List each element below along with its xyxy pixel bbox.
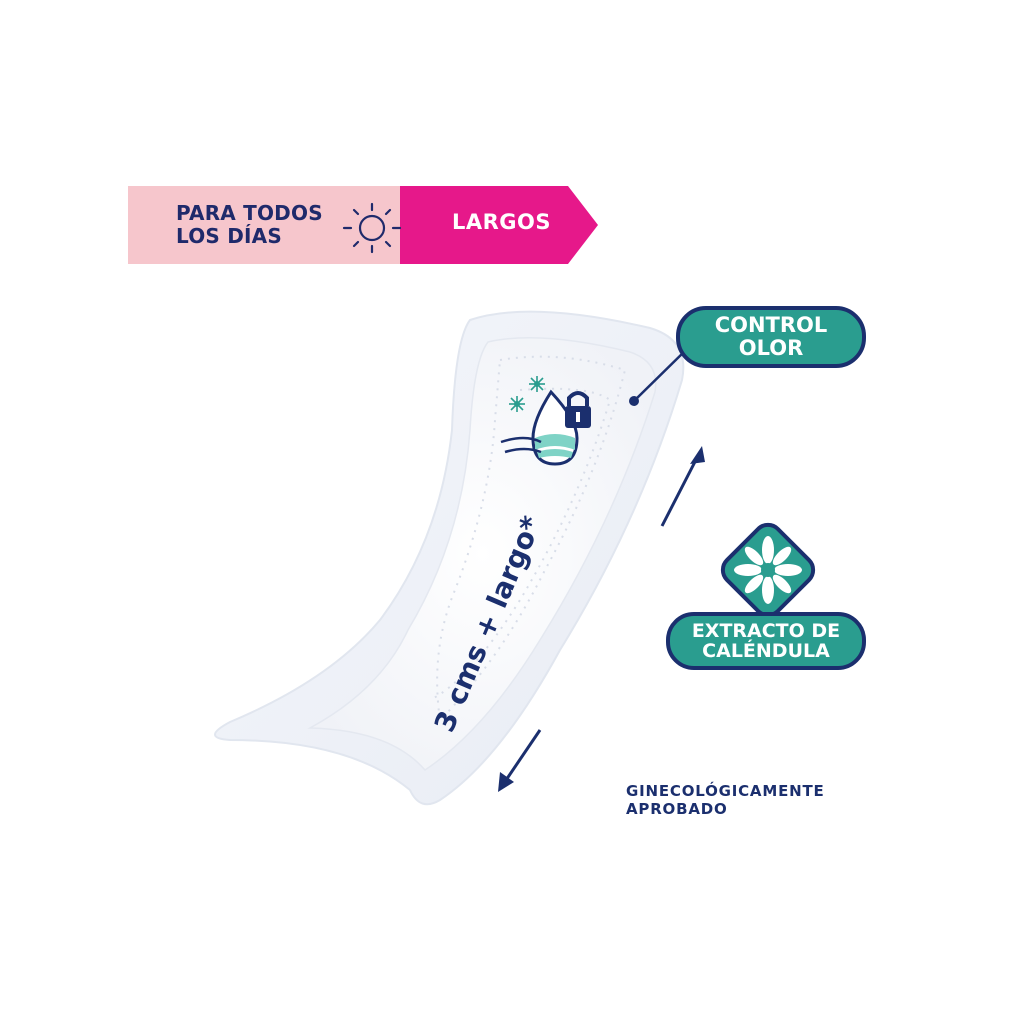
control-olor-badge: CONTROL OLOR <box>676 306 866 368</box>
calendula-line-1: EXTRACTO DE <box>691 620 841 642</box>
odor-lock-drop-icon <box>500 376 591 466</box>
category-banner: PARA TODOS LOS DÍAS LARGOS <box>128 186 598 264</box>
banner-right-label: LARGOS <box>452 210 552 234</box>
banner-shape <box>128 186 598 264</box>
gynecological-approval-text: GINECOLÓGICAMENTE APROBADO <box>626 782 825 818</box>
approval-line-2: APROBADO <box>626 800 728 818</box>
length-arrow-top <box>660 451 702 527</box>
control-line-1: CONTROL <box>714 313 828 337</box>
flower-icon <box>720 522 816 618</box>
banner-line-2: LOS DÍAS <box>176 224 282 248</box>
control-line-2: OLOR <box>738 336 804 360</box>
banner-line-1: PARA TODOS <box>176 201 323 225</box>
approval-line-1: GINECOLÓGICAMENTE <box>626 782 825 800</box>
length-arrow-bottom <box>500 729 542 787</box>
banner-left-label: PARA TODOS LOS DÍAS <box>176 202 323 248</box>
calendula-line-2: CALÉNDULA <box>702 640 830 662</box>
pointer-line <box>633 347 689 402</box>
calendula-badge: EXTRACTO DE CALÉNDULA <box>666 612 866 670</box>
